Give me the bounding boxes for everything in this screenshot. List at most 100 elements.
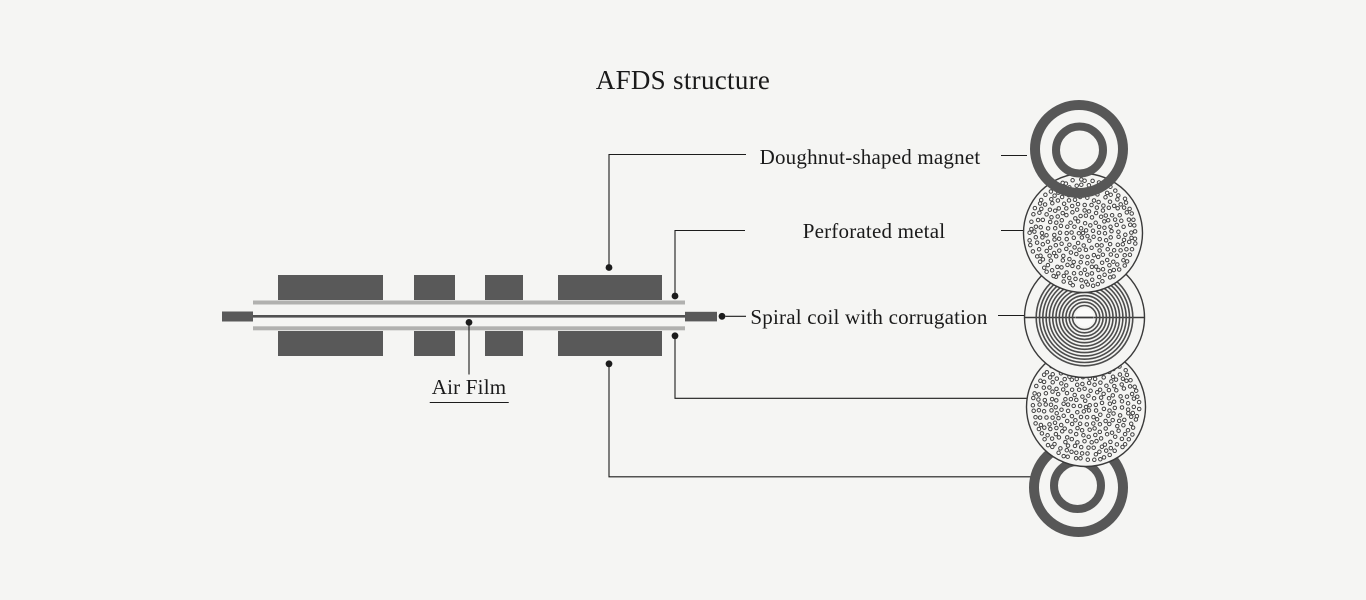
- perforation-hole: [1109, 430, 1115, 435]
- perforation-hole: [1096, 199, 1101, 205]
- magnet-block-top-3: [485, 275, 523, 300]
- perforation-hole: [1045, 239, 1051, 244]
- perforation-hole: [1078, 226, 1084, 231]
- perforation-hole: [1078, 444, 1084, 450]
- perforation-hole: [1130, 425, 1136, 430]
- perforation-hole: [1089, 271, 1095, 276]
- perforation-hole: [1050, 372, 1055, 377]
- perforation-hole: [1082, 398, 1088, 404]
- perforation-hole: [1100, 252, 1106, 257]
- perforation-hole: [1052, 237, 1057, 242]
- perforation-hole: [1065, 454, 1070, 459]
- perforation-hole: [1119, 436, 1125, 442]
- perforation-hole: [1091, 198, 1097, 203]
- perforation-hole: [1074, 450, 1079, 455]
- perforation-hole: [1065, 402, 1071, 407]
- perforation-hole: [1112, 217, 1118, 222]
- perforation-hole: [1124, 394, 1130, 399]
- perforation-hole: [1050, 389, 1055, 394]
- perforation-hole: [1125, 401, 1131, 406]
- perforation-hole: [1096, 230, 1102, 235]
- perforation-hole: [1071, 271, 1077, 276]
- perforation-hole: [1123, 200, 1129, 205]
- perforation-hole: [1100, 279, 1105, 284]
- perforation-hole: [1086, 380, 1092, 386]
- label-spiral-coil: Spiral coil with corrugation: [750, 305, 988, 329]
- perforation-hole: [1124, 210, 1130, 215]
- perforation-hole: [1078, 213, 1083, 219]
- label-perforated-metal: Perforated metal: [802, 219, 946, 243]
- perforation-hole: [1064, 270, 1069, 275]
- perforation-hole: [1122, 263, 1127, 268]
- perforation-hole: [1037, 210, 1042, 215]
- perforation-hole: [1121, 237, 1127, 243]
- perforation-hole: [1079, 254, 1084, 259]
- perforation-hole: [1058, 422, 1064, 428]
- perforation-hole: [1029, 219, 1034, 225]
- perforation-hole: [1085, 451, 1090, 456]
- perforation-hole: [1034, 383, 1039, 389]
- perforation-hole: [1070, 210, 1075, 215]
- perforation-hole: [1032, 205, 1038, 211]
- perforation-hole: [1115, 197, 1120, 202]
- perforation-hole: [1104, 190, 1110, 196]
- perforation-hole: [1051, 273, 1056, 279]
- perforation-hole: [1109, 212, 1115, 218]
- perforation-hole: [1049, 196, 1054, 202]
- perforation-hole: [1112, 434, 1118, 439]
- spiral-coil-turn: [1068, 301, 1101, 334]
- perforation-hole: [1111, 411, 1116, 416]
- perforation-hole: [1036, 247, 1042, 252]
- perforation-hole: [1064, 435, 1070, 440]
- perforation-hole: [1093, 408, 1099, 413]
- perforation-hole: [1073, 216, 1078, 221]
- perforation-hole: [1104, 431, 1110, 437]
- perforation-hole: [1061, 253, 1066, 259]
- perforation-hole: [1114, 442, 1120, 447]
- perforation-hole: [1136, 399, 1142, 405]
- perforation-hole: [1044, 248, 1049, 254]
- perforation-hole: [1084, 414, 1090, 420]
- perforation-hole: [1059, 218, 1065, 223]
- perforation-hole: [1041, 265, 1047, 271]
- perforation-hole: [1079, 277, 1084, 283]
- perforation-hole: [1049, 408, 1054, 413]
- dot-magnet-top: [605, 264, 613, 271]
- perforation-hole: [1124, 372, 1130, 378]
- perforation-hole: [1038, 422, 1044, 428]
- perforation-hole: [1075, 440, 1080, 445]
- perforation-hole: [1063, 396, 1068, 402]
- perforation-hole: [1082, 178, 1087, 183]
- perforation-hole: [1085, 457, 1091, 462]
- perforation-hole: [1041, 385, 1047, 390]
- perforation-hole: [1052, 441, 1057, 447]
- perforation-hole: [1061, 279, 1066, 284]
- perforation-hole: [1088, 223, 1093, 228]
- perforation-hole: [1068, 220, 1073, 225]
- perforation-hole: [1115, 242, 1121, 248]
- perforation-hole: [1108, 445, 1114, 451]
- perforation-hole: [1047, 219, 1053, 225]
- perforation-hole: [1136, 406, 1142, 412]
- perforation-hole: [1092, 457, 1097, 463]
- perforation-hole: [1107, 199, 1113, 204]
- spiral-coil-line: [251, 315, 687, 318]
- perforation-hole: [1129, 211, 1134, 216]
- perforation-hole: [1117, 372, 1123, 377]
- perforation-hole: [1102, 272, 1107, 278]
- perforation-hole: [1100, 267, 1106, 272]
- perforation-hole: [1040, 257, 1046, 262]
- perforation-hole: [1069, 436, 1075, 442]
- perforation-hole: [1070, 263, 1075, 269]
- perforation-hole: [1128, 421, 1134, 427]
- perforation-hole: [1027, 230, 1032, 235]
- perforation-hole: [1094, 438, 1099, 444]
- perforation-hole: [1047, 207, 1053, 212]
- perforation-hole: [1085, 233, 1090, 239]
- perforation-hole: [1091, 396, 1097, 401]
- perforation-hole: [1095, 254, 1101, 260]
- perforation-hole: [1064, 418, 1070, 424]
- perforation-hole: [1049, 215, 1054, 220]
- perforation-hole: [1047, 253, 1052, 258]
- perforation-hole: [1066, 198, 1072, 203]
